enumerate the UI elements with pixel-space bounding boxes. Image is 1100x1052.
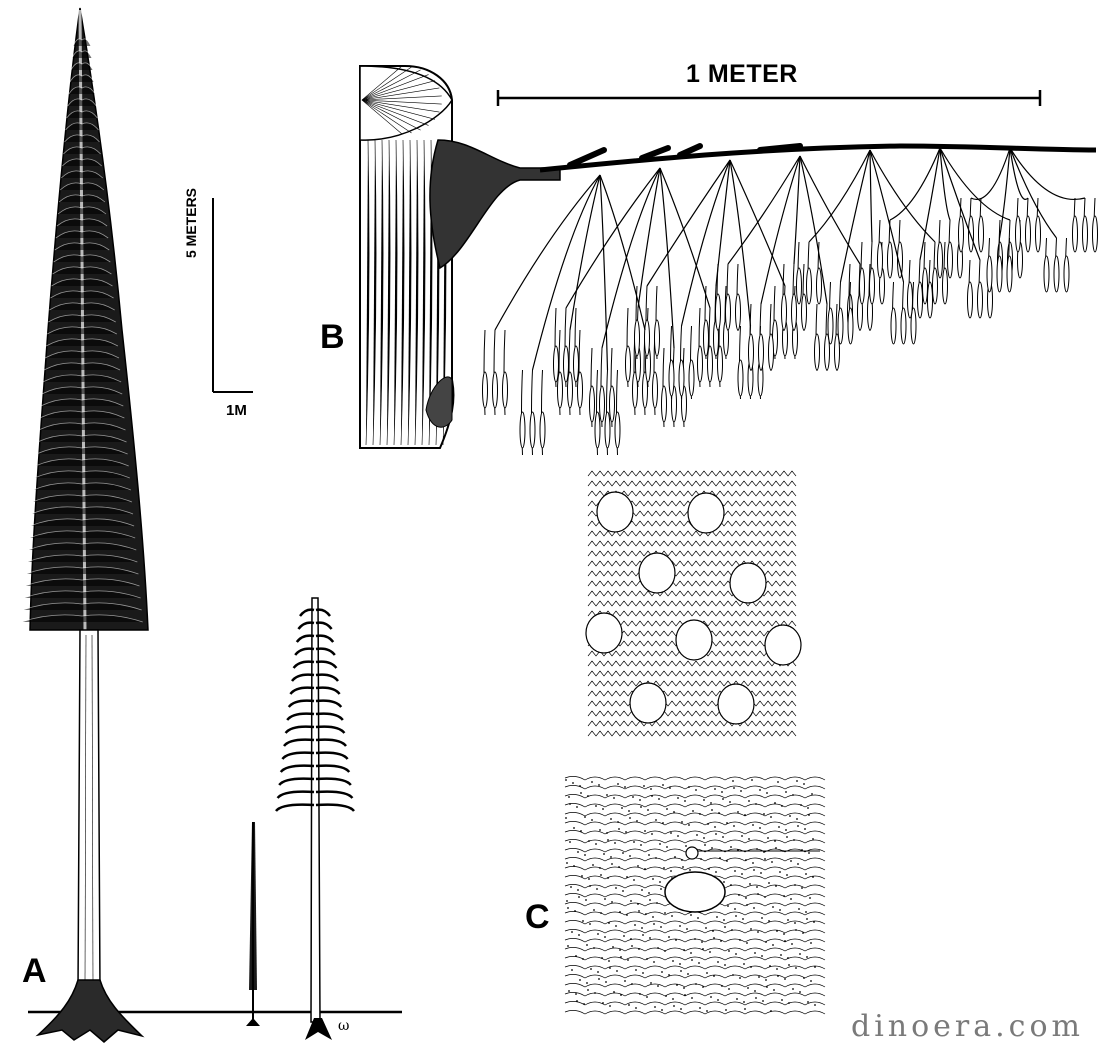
branch-detail <box>359 65 1098 456</box>
svg-text:ω: ω <box>338 1018 349 1034</box>
scale-bar-horizontal <box>496 90 1042 106</box>
scale-label-1m: 1M <box>226 402 247 419</box>
bark-detail-lower <box>562 770 826 1018</box>
large-tree <box>21 7 149 1043</box>
panel-label-a: A <box>22 952 47 990</box>
watermark: dinoera.com <box>850 1009 1084 1044</box>
medium-tree: ω <box>275 597 355 1040</box>
sapling <box>246 822 260 1026</box>
branch-base <box>429 139 561 270</box>
panel-label-b: B <box>320 318 345 356</box>
large-tree-trunk <box>77 629 101 991</box>
scale-label-5-meters: 5 METERS <box>183 187 199 258</box>
panel-label-c: C <box>525 898 550 936</box>
scale-label-1-meter: 1 METER <box>686 60 798 88</box>
large-tree-base <box>35 979 145 1043</box>
bark-detail-upper <box>585 470 802 742</box>
scale-bar-vertical <box>212 198 253 393</box>
